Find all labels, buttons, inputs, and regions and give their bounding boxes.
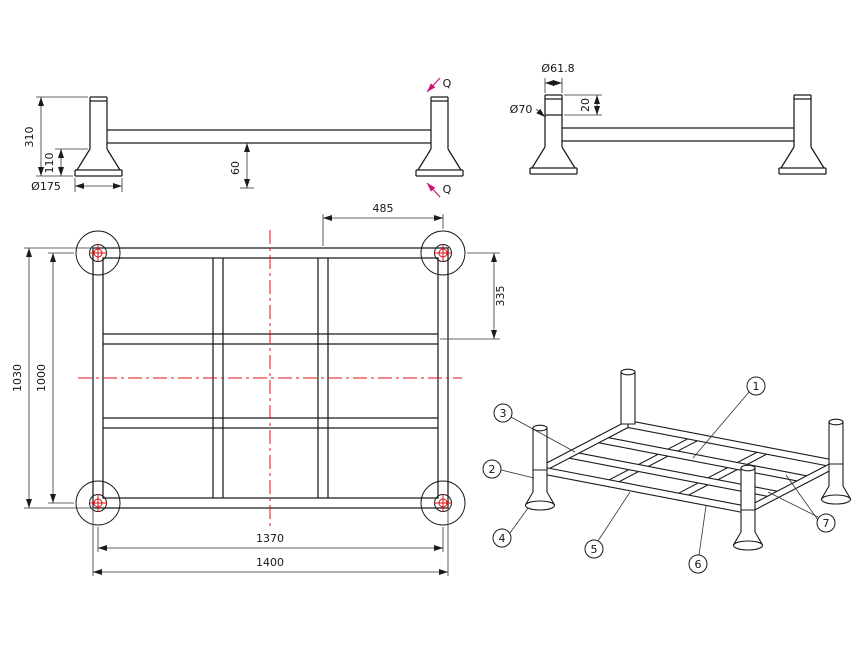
side-left-leg (529, 94, 578, 175)
dim-text-total-height: 310 (23, 127, 36, 148)
balloon-7-label: 7 (823, 517, 830, 530)
dim-text-cap-inset: 20 (579, 98, 592, 112)
dim-post-diameter: Ø61.8 (541, 62, 575, 93)
balloon-1: 1 (692, 376, 766, 459)
dim-text-cell-depth: 335 (494, 286, 507, 307)
balloon-4-label: 4 (499, 532, 506, 545)
iso-leg-front (732, 464, 764, 551)
iso-deck-grid (539, 419, 837, 515)
balloon-3: 3 (493, 403, 576, 453)
balloon-4: 4 (492, 507, 529, 548)
dim-text-post-diameter: Ø61.8 (541, 62, 574, 75)
dim-text-leg-pitch-width: 1370 (256, 532, 284, 545)
dim-leg-pitch-depth: 1000 (35, 252, 74, 504)
iso-leg-right (820, 418, 852, 505)
side-crossbar (562, 127, 794, 142)
dim-leg-pitch-width: 1370 (97, 527, 444, 552)
dim-cell-width: 485 (322, 202, 444, 246)
section-label-bottom: Q (443, 183, 452, 196)
dim-foot-height: 110 (43, 148, 88, 176)
dim-text-overall-width: 1400 (256, 556, 284, 569)
balloon-3-label: 3 (500, 407, 507, 420)
balloon-6-label: 6 (695, 558, 702, 571)
dim-cell-depth: 335 (440, 252, 507, 340)
side-view: Ø61.8 20 Ø70 (510, 62, 827, 175)
dim-overall-depth: 1030 (11, 247, 91, 509)
balloon-5-label: 5 (591, 543, 598, 556)
dim-leg-diameter: Ø70 (510, 103, 546, 118)
balloon-7: 7 (767, 474, 836, 533)
balloon-2: 2 (482, 459, 535, 479)
plan-leg-centers (89, 244, 452, 512)
plan-centerlines (78, 230, 462, 526)
dim-text-foot-diameter: Ø175 (31, 180, 61, 193)
balloon-5: 5 (584, 491, 631, 559)
balloon-6: 6 (688, 505, 708, 574)
dim-text-foot-height: 110 (43, 153, 56, 174)
dim-text-overall-depth: 1030 (11, 364, 24, 392)
iso-view: 1 2 3 4 5 (482, 368, 852, 574)
iso-balloons: 1 2 3 4 5 (482, 376, 836, 574)
plan-view: 485 335 1030 1000 1370 1400 (11, 202, 507, 576)
dim-overall-width: 1400 (92, 510, 449, 576)
dim-text-leg-diameter: Ø70 (510, 103, 533, 116)
dim-bar-offset: 60 (229, 143, 254, 189)
front-right-leg (415, 96, 464, 177)
front-crossbar (107, 129, 431, 144)
front-view: 310 110 Ø175 60 Q Q (23, 77, 464, 198)
balloon-2-label: 2 (489, 463, 496, 476)
dim-total-height: 310 (23, 96, 88, 177)
section-arrow-bottom (427, 183, 436, 192)
section-marks: Q Q (426, 77, 452, 198)
section-label-top: Q (443, 77, 452, 90)
dim-cap-inset: 20 (564, 94, 602, 116)
side-right-leg (778, 94, 827, 175)
balloon-1-label: 1 (753, 380, 760, 393)
iso-leg-back (620, 368, 636, 425)
dim-text-cell-width: 485 (373, 202, 394, 215)
dim-foot-diameter: Ø175 (31, 178, 123, 193)
dim-text-leg-pitch-depth: 1000 (35, 364, 48, 392)
dim-text-bar-offset: 60 (229, 161, 242, 175)
section-arrow-top (427, 83, 436, 92)
iso-leg-left (524, 424, 556, 511)
front-left-leg (74, 96, 123, 177)
